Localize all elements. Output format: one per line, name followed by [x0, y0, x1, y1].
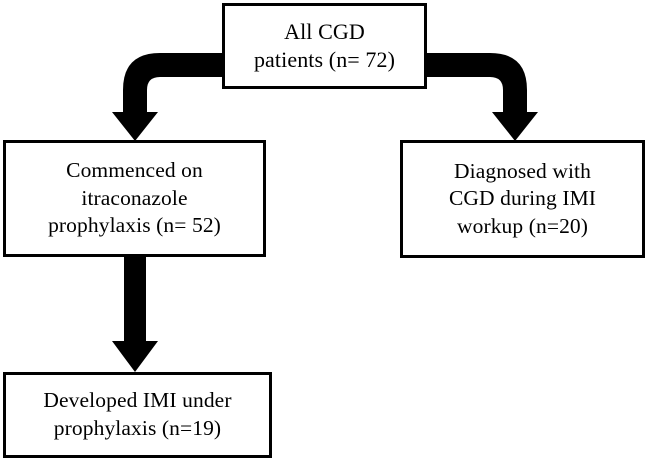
node-commenced-itraconazole-prophylaxis-label: Commenced on itraconazole prophylaxis (n… — [48, 158, 221, 238]
arrow-left-to-bottom — [112, 256, 158, 372]
node-diagnosed-during-imi-workup-label: Diagnosed with CGD during IMI workup (n=… — [448, 158, 597, 238]
node-diagnosed-during-imi-workup: Diagnosed with CGD during IMI workup (n=… — [400, 140, 645, 258]
node-all-cgd-patients: All CGD patients (n= 72) — [222, 3, 427, 89]
node-developed-imi-under-prophylaxis-label: Developed IMI under prophylaxis (n=19) — [43, 388, 232, 440]
node-commenced-itraconazole-prophylaxis: Commenced on itraconazole prophylaxis (n… — [3, 140, 266, 257]
node-developed-imi-under-prophylaxis: Developed IMI under prophylaxis (n=19) — [3, 372, 272, 458]
node-all-cgd-patients-label: All CGD patients (n= 72) — [253, 18, 396, 72]
arrow-top-to-left-body — [112, 53, 224, 141]
arrow-top-to-right — [426, 53, 538, 141]
